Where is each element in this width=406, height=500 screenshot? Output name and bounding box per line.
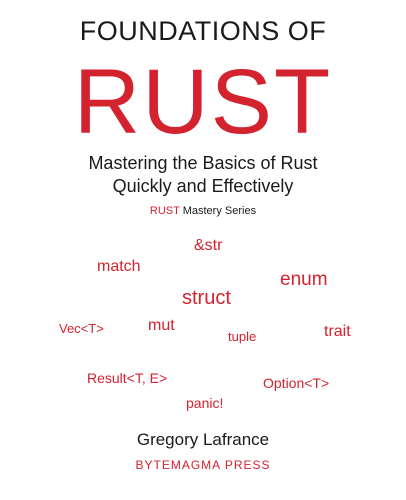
top-title: FOUNDATIONS OF	[79, 16, 327, 46]
publisher-name: BYTEMAGMA PRESS	[135, 458, 271, 472]
keyword-match: match	[97, 258, 141, 275]
keyword-tuple: tuple	[228, 329, 257, 344]
keyword-panic: panic!	[186, 395, 224, 411]
keyword-option: Option<T>	[263, 375, 330, 391]
series-rest: Mastery Series	[179, 205, 257, 217]
keyword-mut: mut	[148, 317, 175, 334]
keyword-struct: struct	[182, 287, 231, 309]
subtitle-line-2: Quickly and Effectively	[112, 176, 294, 196]
keyword-enum: enum	[280, 269, 328, 290]
author-name: Gregory Lafrance	[136, 430, 270, 449]
keyword-result: Result<T, E>	[87, 370, 168, 386]
keyword-vec: Vec<T>	[59, 321, 104, 336]
keyword-trait: trait	[324, 323, 351, 340]
keyword-str-ref: &str	[194, 237, 223, 254]
subtitle-line-1: Mastering the Basics of Rust	[88, 153, 318, 173]
main-title: RUST	[73, 51, 333, 153]
series-highlight: RUST	[149, 205, 180, 217]
series-label: RUST Mastery Series	[0, 204, 406, 218]
